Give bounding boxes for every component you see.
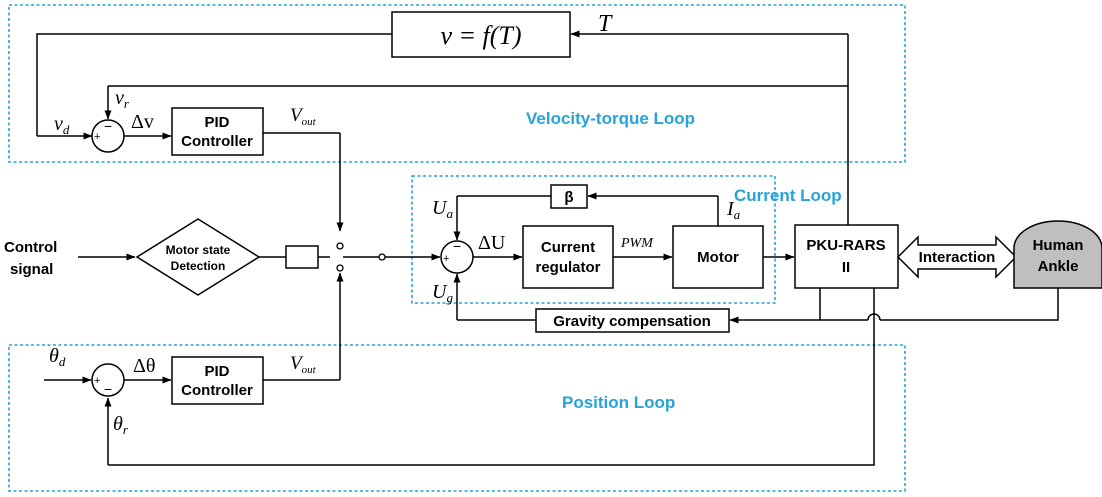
pid-controller-bottom-label-2: Controller: [181, 382, 253, 399]
switch-contact-bottom: [336, 264, 344, 272]
theta-r-label: θr: [113, 413, 129, 437]
control-signal-label-1: Control: [4, 239, 57, 256]
pku-rars-label-1: PKU-RARS: [806, 237, 885, 254]
vout-top-label: Vout: [290, 105, 317, 128]
delta-u-label: ΔU: [478, 232, 506, 254]
delta-v-label: Δv: [131, 111, 154, 133]
pwm-label: PWM: [620, 236, 654, 251]
velocity-junction-plus: +: [94, 131, 100, 143]
vd-signal-line: [36, 33, 392, 136]
velocity-torque-loop-label: Velocity-torque Loop: [526, 109, 695, 128]
human-ankle-block: [1013, 220, 1102, 289]
human-ankle-label-1: Human: [1033, 237, 1084, 254]
current-junction-plus: +: [443, 253, 449, 265]
current-junction-minus: −: [453, 238, 461, 254]
pid-controller-top-label-2: Controller: [181, 133, 253, 150]
mode-switch-block: [285, 245, 319, 269]
motor-label: Motor: [697, 249, 739, 266]
vout-bottom-label: Vout: [290, 353, 317, 376]
ug-label: Ug: [432, 281, 453, 305]
theta-d-label: θd: [49, 345, 66, 369]
current-loop-boundary: [411, 175, 776, 304]
pku-rars-block: [794, 224, 899, 289]
current-loop-label: Current Loop: [734, 186, 842, 205]
position-loop-boundary: [8, 344, 906, 492]
human-ankle-label-2: Ankle: [1038, 258, 1079, 275]
current-regulator-label-2: regulator: [535, 259, 600, 276]
motor-state-detection-label-2: Detection: [171, 259, 226, 273]
ua-label: Ua: [432, 197, 453, 221]
pku-rars-label-2: II: [842, 259, 850, 276]
vd-label: vd: [54, 113, 70, 137]
velocity-function-label: v = f(T): [440, 21, 521, 50]
switch-common-contact: [378, 253, 386, 261]
pid-controller-top-block: [171, 107, 264, 156]
position-loop-label: Position Loop: [562, 393, 675, 412]
current-regulator-block: [522, 225, 614, 289]
ia-label: Ia: [726, 198, 741, 222]
position-junction-minus: −: [104, 381, 112, 397]
switch-contact-top: [336, 242, 344, 250]
pid-controller-top-label-1: PID: [204, 114, 229, 131]
motor-state-detection-label-1: Motor state: [166, 243, 231, 257]
theta-r-feedback-line: [108, 288, 875, 466]
delta-theta-label: Δθ: [133, 355, 155, 377]
torque-signal-label: T: [598, 11, 613, 37]
motor-state-detection-block: [135, 218, 261, 296]
pid-controller-bottom-label-1: PID: [204, 363, 229, 380]
vr-label: vr: [115, 87, 130, 111]
velocity-junction-minus: −: [104, 118, 112, 134]
ankle-gravity-line: [880, 288, 1059, 321]
gravity-compensation-label: Gravity compensation: [553, 313, 711, 330]
position-junction-plus: +: [94, 375, 100, 387]
pid-controller-bottom-block: [171, 356, 264, 405]
beta-label: β: [564, 189, 573, 206]
interaction-label: Interaction: [919, 249, 996, 266]
velocity-torque-loop-boundary: [8, 4, 906, 163]
current-regulator-label-1: Current: [541, 239, 595, 256]
control-signal-label-2: signal: [10, 261, 53, 278]
